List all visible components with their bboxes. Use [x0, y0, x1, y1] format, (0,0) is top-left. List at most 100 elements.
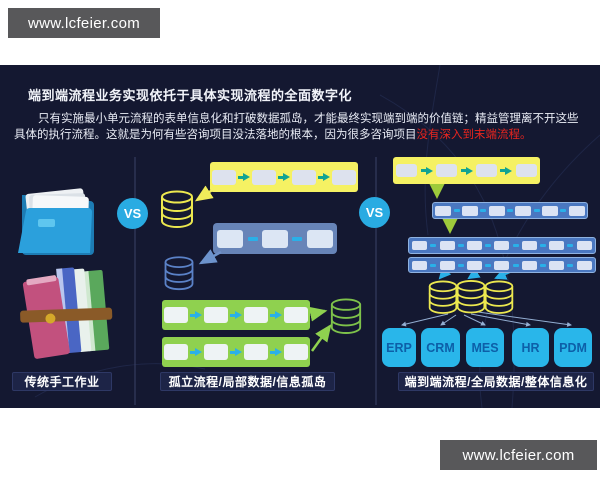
flow-arrow-icon	[270, 348, 282, 356]
process-bar-green-1	[162, 300, 310, 330]
flow-arrow-icon	[500, 166, 513, 175]
flow-connector	[430, 244, 437, 247]
app-box-mes: MES	[466, 328, 504, 367]
database-icon-blue	[164, 256, 194, 291]
process-step	[515, 164, 537, 177]
flow-arrow-icon	[270, 311, 282, 319]
flow-connector	[453, 209, 460, 212]
process-step	[435, 205, 452, 216]
process-step	[521, 260, 537, 270]
flow-connector	[567, 244, 574, 247]
process-step	[488, 205, 505, 216]
process-step	[261, 229, 288, 248]
books-icon	[20, 267, 113, 359]
process-step	[164, 307, 188, 323]
process-step	[204, 344, 228, 360]
slide-body-paragraph: 只有实施最小单元流程的表单信息化和打破数据孤岛，才能最终实现端到端的价值链；精益…	[14, 111, 586, 143]
process-step	[576, 260, 592, 270]
process-step	[436, 164, 458, 177]
process-step	[164, 344, 188, 360]
app-box-erp: ERP	[382, 328, 416, 367]
process-step	[439, 260, 455, 270]
process-step	[461, 205, 478, 216]
watermark-bottom: www.lcfeier.com	[440, 440, 597, 470]
process-bar-blue-right-2	[408, 237, 596, 254]
process-step	[217, 229, 244, 248]
vs-badge-right: VS	[359, 197, 390, 228]
process-step	[244, 344, 268, 360]
process-step	[549, 241, 565, 250]
flow-arrow-icon	[460, 166, 473, 175]
flow-connector	[485, 263, 492, 267]
flow-connector	[560, 209, 567, 212]
slide-title: 端到端流程业务实现依托于具体实现流程的全面数字化	[28, 88, 353, 103]
process-step	[549, 260, 565, 270]
folder-icon	[18, 188, 94, 255]
flow-connector	[533, 209, 540, 212]
flow-connector	[506, 209, 513, 212]
flow-arrow-icon	[190, 348, 202, 356]
caption-isolated-process: 孤立流程/局部数据/信息孤岛	[160, 372, 335, 391]
process-step	[332, 169, 356, 185]
process-step	[541, 205, 558, 216]
body-highlight-text: 没有深入到末端流程。	[416, 129, 532, 141]
slide: 端到端流程业务实现依托于具体实现流程的全面数字化 只有实施最小单元流程的表单信息…	[0, 65, 600, 408]
process-step	[252, 169, 276, 185]
process-step	[439, 241, 455, 250]
app-box-pdm: PDM	[554, 328, 592, 367]
flow-connector	[540, 244, 547, 247]
process-step	[515, 205, 532, 216]
process-step	[568, 205, 585, 216]
flow-connector	[457, 263, 464, 267]
process-step	[212, 169, 236, 185]
flow-arrow-icon	[238, 173, 250, 181]
app-box-crm: CRM	[421, 328, 460, 367]
process-step	[576, 241, 592, 250]
database-icon-yellow	[161, 190, 193, 228]
flow-connector	[430, 263, 437, 267]
flow-arrow-icon	[318, 173, 330, 181]
watermark-top: www.lcfeier.com	[8, 8, 160, 38]
database-icon-yellow	[456, 280, 486, 314]
process-step	[412, 241, 428, 250]
process-bar-yellow-middle	[210, 162, 358, 192]
process-step	[467, 241, 483, 250]
app-box-hr: HR	[512, 328, 549, 367]
process-step	[475, 164, 497, 177]
flow-connector	[512, 244, 519, 247]
flow-connector	[567, 263, 574, 267]
flow-connector	[480, 209, 487, 212]
flow-arrow-icon	[230, 348, 242, 356]
database-icon-yellow	[428, 280, 458, 314]
process-step	[494, 241, 510, 250]
process-step	[292, 169, 316, 185]
process-step	[306, 229, 333, 248]
flow-connector	[247, 236, 258, 241]
caption-traditional-manual-work: 传统手工作业	[12, 372, 112, 391]
process-step	[412, 260, 428, 270]
flow-connector	[292, 236, 303, 241]
flow-connector	[540, 263, 547, 267]
process-step	[396, 164, 418, 177]
process-bar-blue-right-3	[408, 257, 596, 273]
caption-end-to-end-process: 端到端流程/全局数据/整体信息化	[398, 372, 594, 391]
database-icon-yellow	[484, 280, 514, 314]
process-step	[204, 307, 228, 323]
process-bar-green-2	[162, 337, 310, 367]
process-step	[467, 260, 483, 270]
database-icon-green	[330, 298, 362, 334]
process-step	[494, 260, 510, 270]
flow-connector	[485, 244, 492, 247]
flow-arrow-icon	[278, 173, 290, 181]
process-bar-blue-right-1	[432, 202, 588, 219]
process-bar-yellow-right	[393, 157, 540, 184]
process-bar-blue-middle	[213, 223, 337, 254]
vs-badge-left: VS	[117, 198, 148, 229]
flow-arrow-icon	[420, 166, 433, 175]
right-column-connectors	[401, 181, 572, 327]
body-text: 只有实施最小单元流程的表单信息化和打破数据孤岛，才能最终实现端到端的价值链；精益…	[14, 113, 579, 141]
flow-arrow-icon	[230, 311, 242, 319]
flow-connector	[457, 244, 464, 247]
flow-arrow-icon	[190, 311, 202, 319]
process-step	[284, 307, 308, 323]
